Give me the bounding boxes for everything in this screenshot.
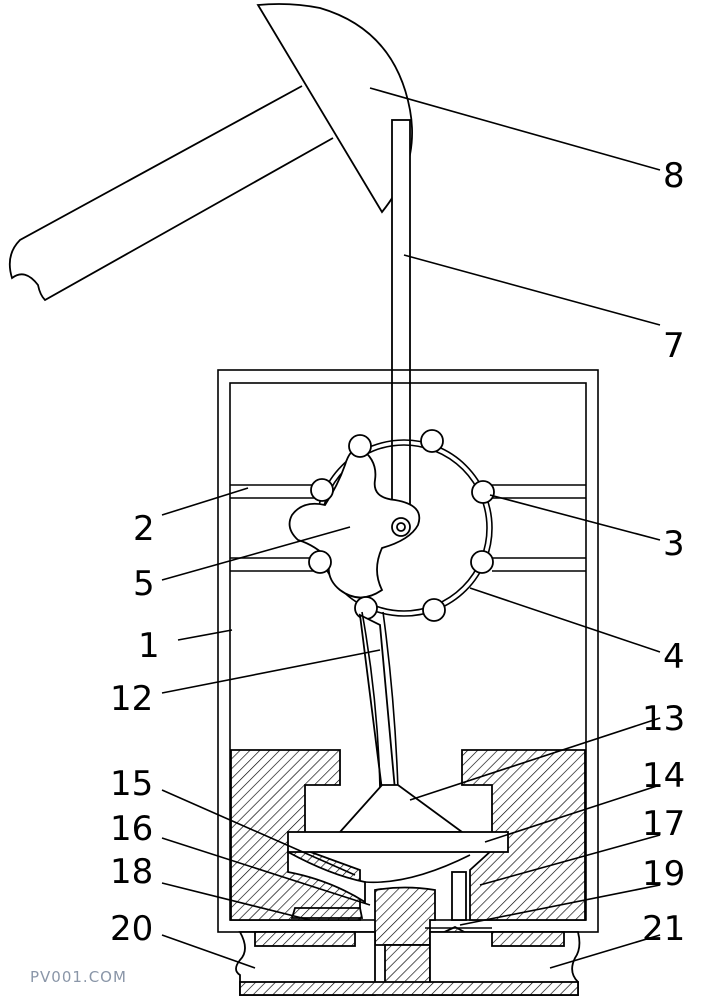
lower-block-right bbox=[461, 749, 586, 921]
label-19: 19 bbox=[642, 854, 685, 894]
connecting-rod bbox=[391, 119, 411, 526]
part-labels: 8 7 3 4 2 5 1 12 13 14 15 16 17 18 19 20… bbox=[110, 156, 685, 949]
leader-lines bbox=[161, 87, 661, 969]
label-7: 7 bbox=[663, 326, 685, 366]
label-21: 21 bbox=[642, 909, 685, 949]
label-5: 5 bbox=[133, 564, 155, 604]
label-13: 13 bbox=[642, 699, 685, 739]
guide-post bbox=[451, 871, 467, 921]
label-17: 17 bbox=[642, 804, 685, 844]
pivot-pin bbox=[391, 517, 411, 537]
label-16: 16 bbox=[110, 809, 153, 849]
label-4: 4 bbox=[663, 637, 685, 677]
central-shaft bbox=[374, 886, 436, 986]
seal-left bbox=[290, 907, 364, 919]
label-8: 8 bbox=[663, 156, 685, 196]
base-floor bbox=[239, 981, 579, 996]
valve-plate bbox=[287, 831, 509, 853]
label-1: 1 bbox=[138, 626, 160, 666]
label-3: 3 bbox=[663, 524, 685, 564]
watermark-text: PV001.COM bbox=[30, 968, 127, 986]
handle-arm bbox=[8, 85, 334, 302]
base-left bbox=[235, 931, 376, 996]
swing-stem bbox=[358, 611, 399, 791]
valve-seat bbox=[287, 850, 471, 904]
label-18: 18 bbox=[110, 852, 153, 892]
label-2: 2 bbox=[133, 509, 155, 549]
label-15: 15 bbox=[110, 764, 153, 804]
label-20: 20 bbox=[110, 909, 153, 949]
label-12: 12 bbox=[110, 679, 153, 719]
guide-rails bbox=[230, 484, 586, 572]
label-14: 14 bbox=[642, 756, 685, 796]
valve-cone bbox=[337, 784, 465, 833]
eccentric-body bbox=[288, 447, 421, 599]
